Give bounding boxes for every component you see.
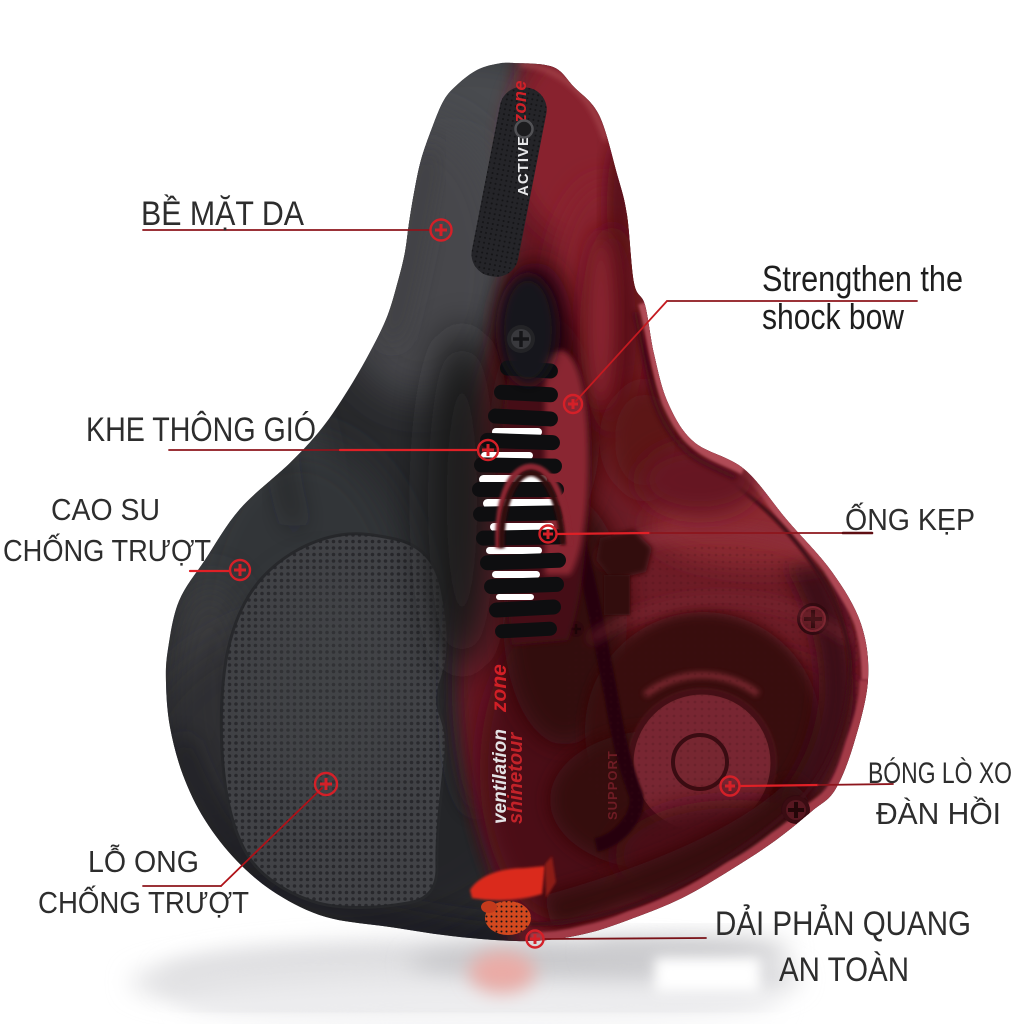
svg-text:ACTIVE: ACTIVE [515, 135, 532, 196]
svg-text:CHỐNG TRƯỢT: CHỐNG TRƯỢT [38, 884, 249, 920]
svg-text:shock bow: shock bow [762, 296, 905, 337]
svg-text:DẢI PHẢN QUANG: DẢI PHẢN QUANG [715, 905, 971, 943]
svg-text:AN TOÀN: AN TOÀN [779, 951, 909, 989]
svg-text:ventilation: ventilation [490, 729, 511, 824]
svg-text:LỖ ONG: LỖ ONG [88, 843, 199, 879]
svg-text:KHE THÔNG GIÓ: KHE THÔNG GIÓ [86, 411, 316, 449]
svg-text:SUPPORT: SUPPORT [605, 750, 620, 820]
svg-text:ỐNG KẸP: ỐNG KẸP [845, 501, 975, 537]
svg-text:BỀ MẶT DA: BỀ MẶT DA [141, 195, 304, 233]
svg-text:Strengthen the: Strengthen the [762, 258, 963, 299]
svg-text:CHỐNG TRƯỢT: CHỐNG TRƯỢT [3, 532, 211, 568]
svg-text:zone: zone [510, 80, 530, 124]
svg-text:zone: zone [488, 664, 511, 713]
svg-text:ĐÀN HỒI: ĐÀN HỒI [876, 795, 1001, 831]
svg-text:shinetour: shinetour [505, 732, 527, 824]
svg-text:BÓNG LÒ XO: BÓNG LÒ XO [868, 757, 1012, 790]
svg-text:CAO SU: CAO SU [51, 492, 160, 527]
